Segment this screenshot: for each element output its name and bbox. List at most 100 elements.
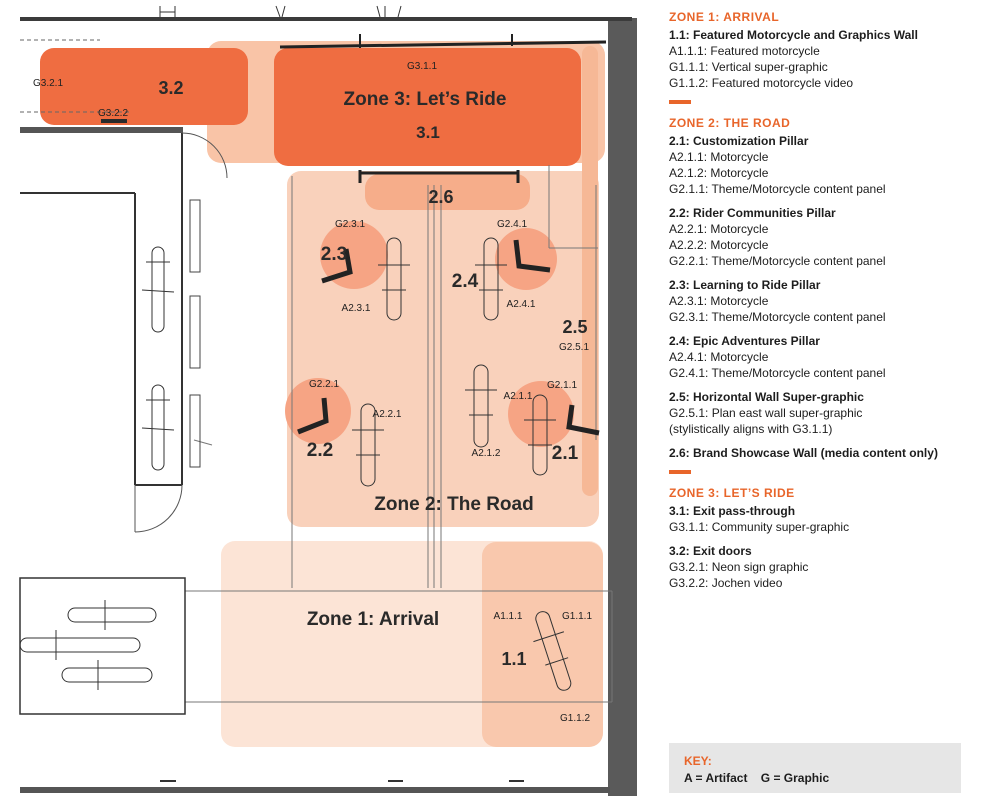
motorcycle-a221 (352, 403, 384, 487)
zone3-title: Zone 3: Let’s Ride (344, 89, 507, 110)
section-item: G2.4.1: Theme/Motorcycle content panel (669, 366, 886, 380)
section-item: G2.3.1: Theme/Motorcycle content panel (669, 310, 886, 324)
code-label: A2.1.2 (472, 448, 501, 459)
code-label: G2.2.1 (309, 379, 339, 390)
code-label: G1.1.2 (560, 713, 590, 724)
code-label: G2.4.1 (497, 219, 527, 230)
bench (189, 295, 201, 369)
motorcycle-icon (141, 246, 175, 333)
area-number: 3.2 (158, 78, 183, 98)
section-item: A2.2.2: Motorcycle (669, 238, 769, 252)
zone2-area (287, 171, 599, 527)
fixture (281, 5, 286, 18)
key-text: A = Artifact G = Graphic (684, 771, 830, 785)
legend-section: 2.1: Customization Pillar A2.1.1: Motorc… (669, 133, 989, 197)
door-swing (134, 484, 183, 533)
area-number: 2.4 (452, 271, 479, 292)
section-title: 1.1: Featured Motorcycle and Graphics Wa… (669, 28, 918, 42)
section-divider (669, 100, 691, 104)
pillar21-circle (508, 381, 574, 447)
key-title: KEY: (684, 754, 712, 768)
legend: ZONE 1: ARRIVAL 1.1: Featured Motorcycle… (669, 10, 989, 599)
section-title: 2.2: Rider Communities Pillar (669, 206, 836, 220)
section-title: 3.2: Exit doors (669, 544, 752, 558)
section-item: G3.2.2: Jochen video (669, 576, 783, 590)
section-item: G2.1.1: Theme/Motorcycle content panel (669, 182, 886, 196)
section-item: A2.1.1: Motorcycle (669, 150, 769, 164)
zone2-title: Zone 2: The Road (374, 494, 533, 515)
zone26-band (365, 174, 530, 210)
section-title: 2.5: Horizontal Wall Super-graphic (669, 390, 864, 404)
section-item: A2.2.1: Motorcycle (669, 222, 769, 236)
section-item: A2.1.2: Motorcycle (669, 166, 769, 180)
area-number: 2.3 (321, 244, 347, 265)
east-wall (608, 18, 637, 796)
section-item: G3.2.1: Neon sign graphic (669, 560, 809, 574)
motorcycle-a231 (378, 237, 410, 321)
area-number: 2.5 (562, 317, 587, 337)
motorcycle-a241 (475, 237, 507, 321)
pillar24-circle (495, 228, 557, 290)
legend-section: 3.1: Exit pass-through G3.1.1: Community… (669, 503, 989, 535)
bench (189, 394, 201, 468)
motorcycle-a211 (524, 394, 556, 476)
area-number: 2.1 (552, 443, 579, 464)
code-label: A2.3.1 (342, 303, 371, 314)
legend-section: 2.5: Horizontal Wall Super-graphic G2.5.… (669, 389, 989, 437)
code-label: G3.2.1 (33, 78, 63, 89)
legend-section: 2.2: Rider Communities Pillar A2.2.1: Mo… (669, 205, 989, 269)
code-label: G3.1.1 (407, 61, 437, 72)
zone2-heading: ZONE 2: THE ROAD (669, 116, 791, 130)
motorcycle-icon (61, 660, 153, 690)
code-label: A1.1.1 (494, 611, 523, 622)
area-number: 1.1 (501, 649, 526, 669)
motorcycle-icon (141, 384, 175, 471)
code-label: A2.2.1 (373, 409, 402, 420)
motorcycle-a212 (465, 364, 497, 448)
code-label: G3.2.2 (98, 108, 128, 119)
zone11-area (482, 542, 603, 747)
code-label: A2.4.1 (507, 299, 536, 310)
zone3-heading: ZONE 3: LET’S RIDE (669, 486, 795, 500)
code-label: G2.3.1 (335, 219, 365, 230)
code-label: G2.1.1 (547, 380, 577, 391)
fixture (397, 5, 402, 18)
fixture (275, 5, 281, 18)
section-title: 2.6: Brand Showcase Wall (media content … (669, 446, 938, 460)
bench (189, 199, 201, 273)
display-trailer (19, 577, 186, 715)
pillar22-circle (285, 378, 351, 444)
section-item: A2.3.1: Motorcycle (669, 294, 769, 308)
zone1-title: Zone 1: Arrival (307, 609, 439, 630)
video-g322 (101, 119, 127, 123)
code-label: G1.1.1 (562, 611, 592, 622)
motorcycle-a111 (533, 611, 572, 691)
pillar23-circle (320, 221, 388, 289)
wall-g311 (279, 40, 607, 49)
section-divider (669, 470, 691, 474)
legend-section: 2.4: Epic Adventures Pillar A2.4.1: Moto… (669, 333, 989, 381)
north-wall (20, 17, 632, 21)
zone1-heading: ZONE 1: ARRIVAL (669, 10, 780, 24)
section-title: 3.1: Exit pass-through (669, 504, 796, 518)
code-label: G2.5.1 (559, 342, 589, 353)
south-wall (20, 787, 610, 793)
section-item: G1.1.2: Featured motorcycle video (669, 76, 854, 90)
floor-plan: Zone 3: Let’s Ride Zone 2: The Road Zone… (19, 5, 637, 796)
panel-g241 (513, 239, 551, 273)
panel-g231 (321, 248, 353, 284)
section-item: (stylistically aligns with G3.1.1) (669, 422, 833, 436)
section-title: 2.1: Customization Pillar (669, 134, 809, 148)
panel-g221 (297, 397, 329, 435)
section-item: G3.1.1: Community super-graphic (669, 520, 850, 534)
section-title: 2.3: Learning to Ride Pillar (669, 278, 821, 292)
door-swing (181, 132, 228, 179)
section-item: G2.5.1: Plan east wall super-graphic (669, 406, 863, 420)
motorcycle-icon (67, 600, 157, 630)
area-number: 2.6 (428, 187, 453, 207)
zone31-block (274, 48, 581, 166)
legend-section: 2.3: Learning to Ride Pillar A2.3.1: Mot… (669, 277, 989, 325)
section-title: 2.4: Epic Adventures Pillar (669, 334, 820, 348)
panel-g211 (566, 404, 600, 436)
legend-section: 2.6: Brand Showcase Wall (media content … (669, 445, 989, 461)
